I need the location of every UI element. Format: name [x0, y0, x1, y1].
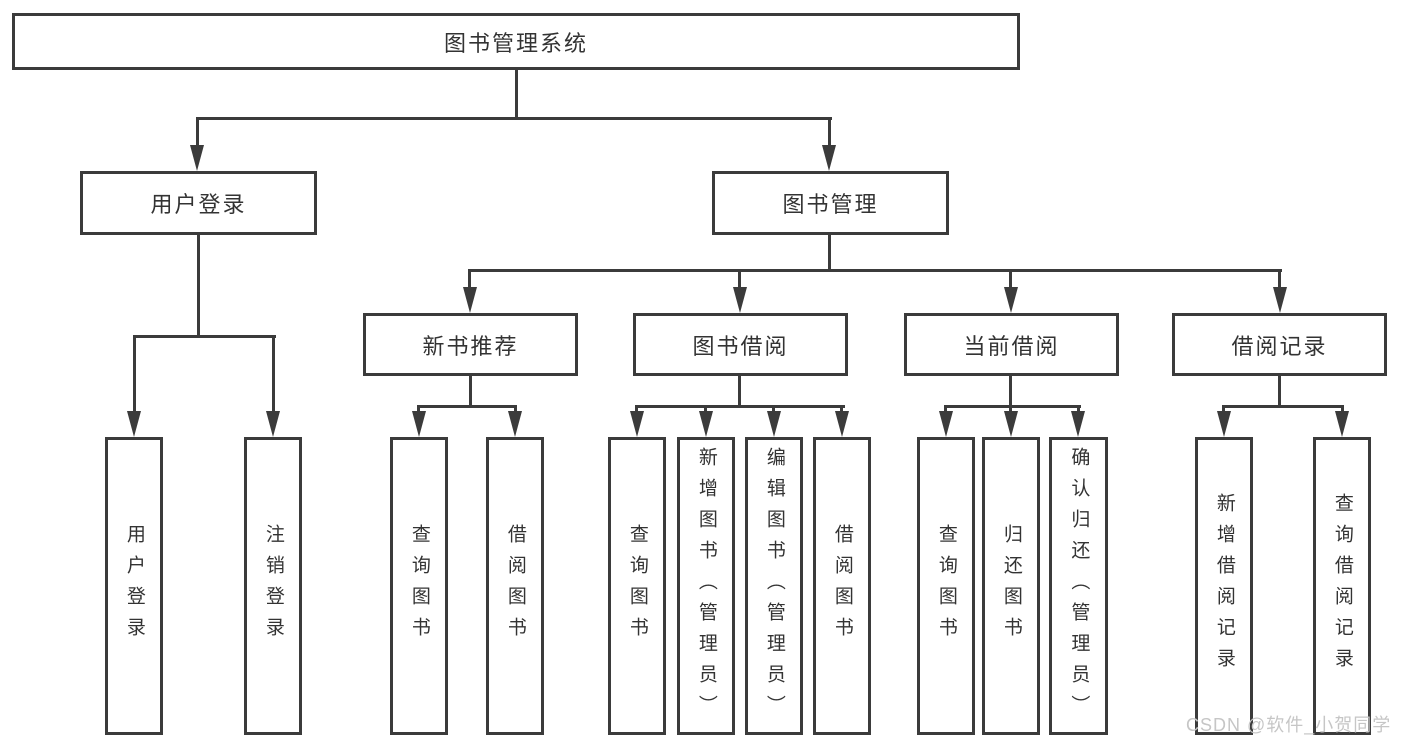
leaf-logout: 注销登录 — [244, 437, 302, 735]
node-book-borrow: 图书借阅 — [633, 313, 848, 376]
connector-line — [417, 405, 517, 408]
connector-line — [635, 405, 845, 408]
connector-line — [514, 405, 517, 414]
leaf-confirm-return-admin: 确认归还（管理员） — [1049, 437, 1108, 735]
connector-line — [469, 376, 472, 407]
arrowhead-icon — [1004, 411, 1018, 437]
connector-line — [1077, 405, 1080, 414]
connector-line — [738, 376, 741, 407]
arrowhead-icon — [767, 411, 781, 437]
arrowhead-icon — [835, 411, 849, 437]
arrowhead-icon — [1273, 287, 1287, 313]
connector-line — [828, 235, 831, 272]
node-root: 图书管理系统 — [12, 13, 1020, 70]
leaf-edit-book-admin: 编辑图书（管理员） — [745, 437, 803, 735]
leaf-borrow-books: 借阅图书 — [813, 437, 871, 735]
leaf-query-books-current: 查询图书 — [917, 437, 975, 735]
leaf-query-borrow-record: 查询借阅记录 — [1313, 437, 1371, 735]
node-new-book-recommend: 新书推荐 — [363, 313, 578, 376]
connector-line — [1222, 405, 1225, 414]
arrowhead-icon — [127, 411, 141, 437]
node-borrow-records: 借阅记录 — [1172, 313, 1387, 376]
leaf-query-books-recommend: 查询图书 — [390, 437, 448, 735]
arrowhead-icon — [508, 411, 522, 437]
node-current-borrow: 当前借阅 — [904, 313, 1119, 376]
connector-line — [1009, 376, 1012, 407]
arrowhead-icon — [1217, 411, 1231, 437]
arrowhead-icon — [699, 411, 713, 437]
leaf-return-book: 归还图书 — [982, 437, 1040, 735]
leaf-user-login: 用户登录 — [105, 437, 163, 735]
arrowhead-icon — [1071, 411, 1085, 437]
connector-line — [272, 335, 275, 413]
connector-line — [515, 70, 518, 119]
connector-line — [704, 405, 707, 414]
connector-line — [1009, 269, 1012, 289]
connector-line — [133, 335, 136, 413]
connector-line — [1341, 405, 1344, 414]
arrowhead-icon — [939, 411, 953, 437]
arrowhead-icon — [190, 145, 204, 171]
leaf-add-book-admin: 新增图书（管理员） — [677, 437, 735, 735]
connector-line — [1278, 269, 1281, 289]
connector-line — [1009, 405, 1012, 414]
node-user-login: 用户登录 — [80, 171, 317, 235]
arrowhead-icon — [463, 287, 477, 313]
arrowhead-icon — [412, 411, 426, 437]
connector-line — [133, 335, 276, 338]
connector-line — [196, 117, 199, 147]
leaf-borrow-books-recommend: 借阅图书 — [486, 437, 544, 735]
connector-line — [1278, 376, 1281, 407]
watermark: CSDN @软件_小贺同学 — [1186, 715, 1392, 735]
connector-line — [828, 117, 831, 147]
connector-line — [468, 269, 471, 289]
connector-line — [196, 117, 832, 120]
arrowhead-icon — [266, 411, 280, 437]
connector-line — [635, 405, 638, 414]
arrowhead-icon — [1004, 287, 1018, 313]
connector-line — [417, 405, 420, 414]
connector-line — [197, 235, 200, 338]
connector-line — [944, 405, 1081, 408]
connector-line — [468, 269, 1282, 272]
arrowhead-icon — [822, 145, 836, 171]
arrowhead-icon — [630, 411, 644, 437]
leaf-add-borrow-record: 新增借阅记录 — [1195, 437, 1253, 735]
arrowhead-icon — [733, 287, 747, 313]
arrowhead-icon — [1335, 411, 1349, 437]
node-book-management: 图书管理 — [712, 171, 949, 235]
connector-line — [772, 405, 775, 414]
connector-line — [738, 269, 741, 289]
leaf-query-books-borrow: 查询图书 — [608, 437, 666, 735]
connector-line — [1222, 405, 1344, 408]
connector-line — [840, 405, 843, 414]
connector-line — [944, 405, 947, 414]
